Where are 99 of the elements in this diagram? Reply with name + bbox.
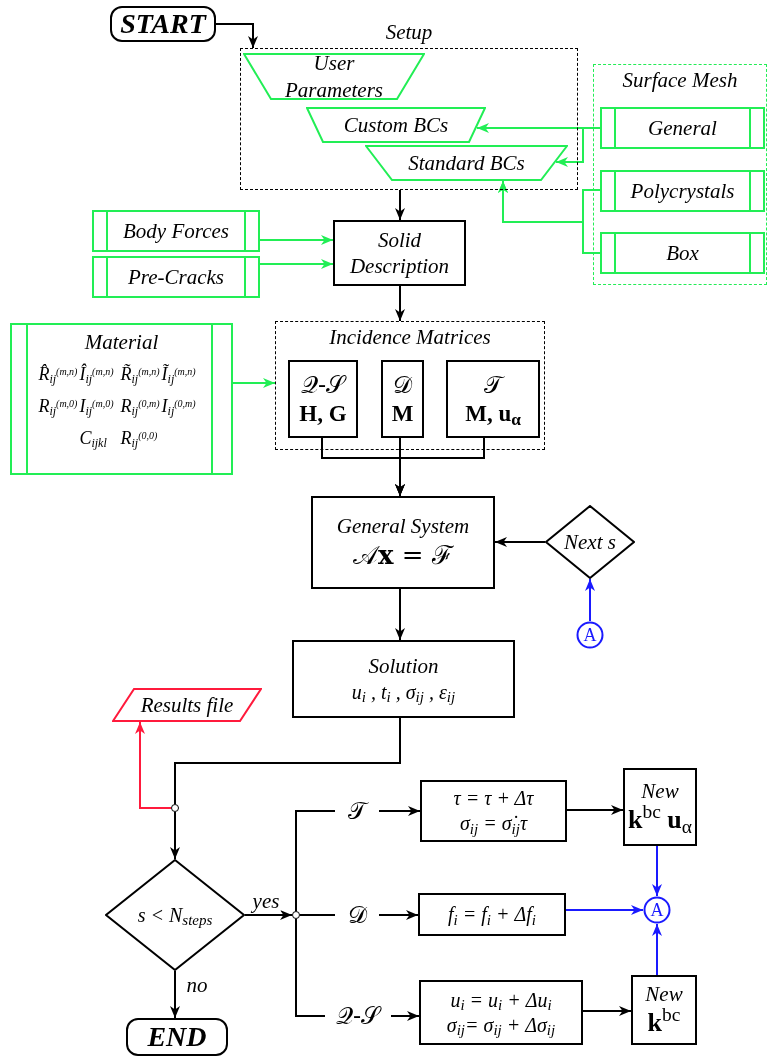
formula-text: C$_{ijkl}$ — [79, 428, 107, 449]
node-label: START — [120, 10, 206, 38]
formula-text: s < N$_{steps}$ — [137, 902, 213, 928]
predefined-process-box — [600, 232, 765, 274]
arrow — [395, 588, 405, 641]
arrow — [395, 189, 405, 221]
arrow — [135, 721, 172, 809]
node-label: M — [391, 399, 414, 428]
arrow — [215, 23, 258, 49]
process-box — [420, 780, 567, 842]
predefined-process-box — [10, 323, 233, 475]
arrow — [244, 910, 293, 920]
node-label: A — [583, 626, 597, 644]
node-label: General — [648, 114, 717, 142]
formula-text: 𝒜x = ℱ — [353, 539, 453, 572]
node-label: General System — [336, 513, 470, 540]
branch-label: 𝒯 — [335, 796, 379, 826]
connector-line — [174, 717, 401, 805]
formula-text: τ = τ + Δτ — [453, 786, 534, 811]
formula-text: σ$_{ij}$ = σ̇$_{ij}$τ — [459, 811, 528, 836]
arrow — [494, 537, 546, 547]
arrow — [652, 845, 662, 897]
process-box — [419, 980, 583, 1045]
formula-text: k$^{bc}$ u$_{α}$ — [627, 803, 693, 837]
arrow — [170, 970, 180, 1019]
arrow — [378, 806, 421, 816]
predefined-process-box — [600, 170, 765, 212]
process-box — [333, 220, 466, 286]
predefined-process-box — [600, 107, 765, 149]
arrow — [652, 923, 662, 976]
node-label: M, u$_{α}$ — [465, 399, 521, 429]
process-box — [381, 360, 424, 438]
arrow — [565, 905, 644, 915]
arrow — [259, 259, 334, 269]
process-box — [418, 893, 566, 936]
terminal-box — [110, 6, 216, 42]
node-label: Results file — [140, 691, 234, 719]
input-trapezoid — [306, 107, 486, 143]
node-label: Body Forces — [123, 217, 229, 245]
input-trapezoid — [365, 145, 568, 181]
node-label: New — [641, 777, 679, 804]
group-title: Surface Mesh — [622, 67, 738, 94]
arrow — [395, 285, 405, 322]
arrow — [395, 437, 485, 497]
arrow — [170, 811, 180, 860]
group-title: Setup — [385, 19, 433, 46]
arrow — [259, 235, 334, 245]
dashed-group — [593, 64, 767, 285]
arrow — [378, 910, 419, 920]
connector-line — [295, 810, 336, 912]
connector-line — [299, 914, 336, 916]
node-label: Polycrystals — [630, 177, 735, 205]
arrow — [498, 180, 601, 254]
node-label: Next s — [564, 528, 616, 556]
arrow — [232, 378, 276, 388]
node-label: New — [645, 980, 683, 1007]
process-box — [623, 768, 697, 846]
process-box — [292, 640, 515, 718]
formula-text: u$_{i}$ = u$_{i}$ + Δu$_{i}$ — [450, 987, 552, 1013]
symbol-label: 𝒟 — [393, 369, 412, 400]
decision-diamond — [105, 859, 245, 971]
dashed-group — [275, 321, 545, 450]
node-label: END — [147, 1023, 207, 1051]
process-box — [288, 360, 358, 438]
output-parallelogram — [112, 688, 262, 722]
node-label: Box — [666, 239, 699, 267]
connector-circle — [643, 896, 671, 924]
input-trapezoid — [243, 53, 425, 100]
arrow — [566, 805, 624, 815]
formula-text: f$_{i}$ = f$_{i}$ + Δf$_{i}$ — [448, 902, 536, 927]
process-box — [446, 360, 540, 438]
branch-label: 𝒟 — [335, 900, 379, 930]
arrow — [582, 1006, 632, 1016]
process-box — [631, 975, 697, 1045]
node-label: Solution — [368, 653, 439, 680]
predefined-process-box — [92, 256, 260, 298]
symbol-label: 𝒬-𝒮 — [300, 369, 346, 400]
node-label: Material — [84, 329, 159, 356]
node-label: Pre-Cracks — [128, 263, 224, 291]
formula-text: u$_{i}$ , t$_{i}$ , σ$_{ij}$ , ε$_{ij}$ — [351, 679, 456, 705]
connector-circle — [576, 621, 604, 649]
group-title: Incidence Matrices — [329, 324, 491, 351]
node-label: A — [650, 901, 664, 919]
arrow — [555, 127, 601, 167]
terminal-box — [126, 1018, 228, 1056]
branch-label: 𝒬-𝒮 — [325, 1000, 391, 1032]
arrow — [585, 578, 595, 622]
formula-text: k$^{bc}$ — [647, 1006, 681, 1039]
decision-diamond — [545, 505, 635, 579]
node-label: User Parameters — [284, 50, 384, 103]
predefined-process-box — [92, 210, 260, 252]
arrow — [390, 1011, 420, 1021]
formula-text: σ$_{ij}$= σ$_{ij}$ + Δσ$_{ij}$ — [446, 1012, 556, 1038]
node-label: Custom BCs — [343, 111, 449, 139]
node-label: H, G — [299, 399, 347, 428]
process-box — [311, 496, 495, 589]
connector-line — [295, 918, 326, 1017]
node-label: Solid Description — [348, 226, 451, 280]
node-label: Standard BCs — [408, 149, 525, 177]
